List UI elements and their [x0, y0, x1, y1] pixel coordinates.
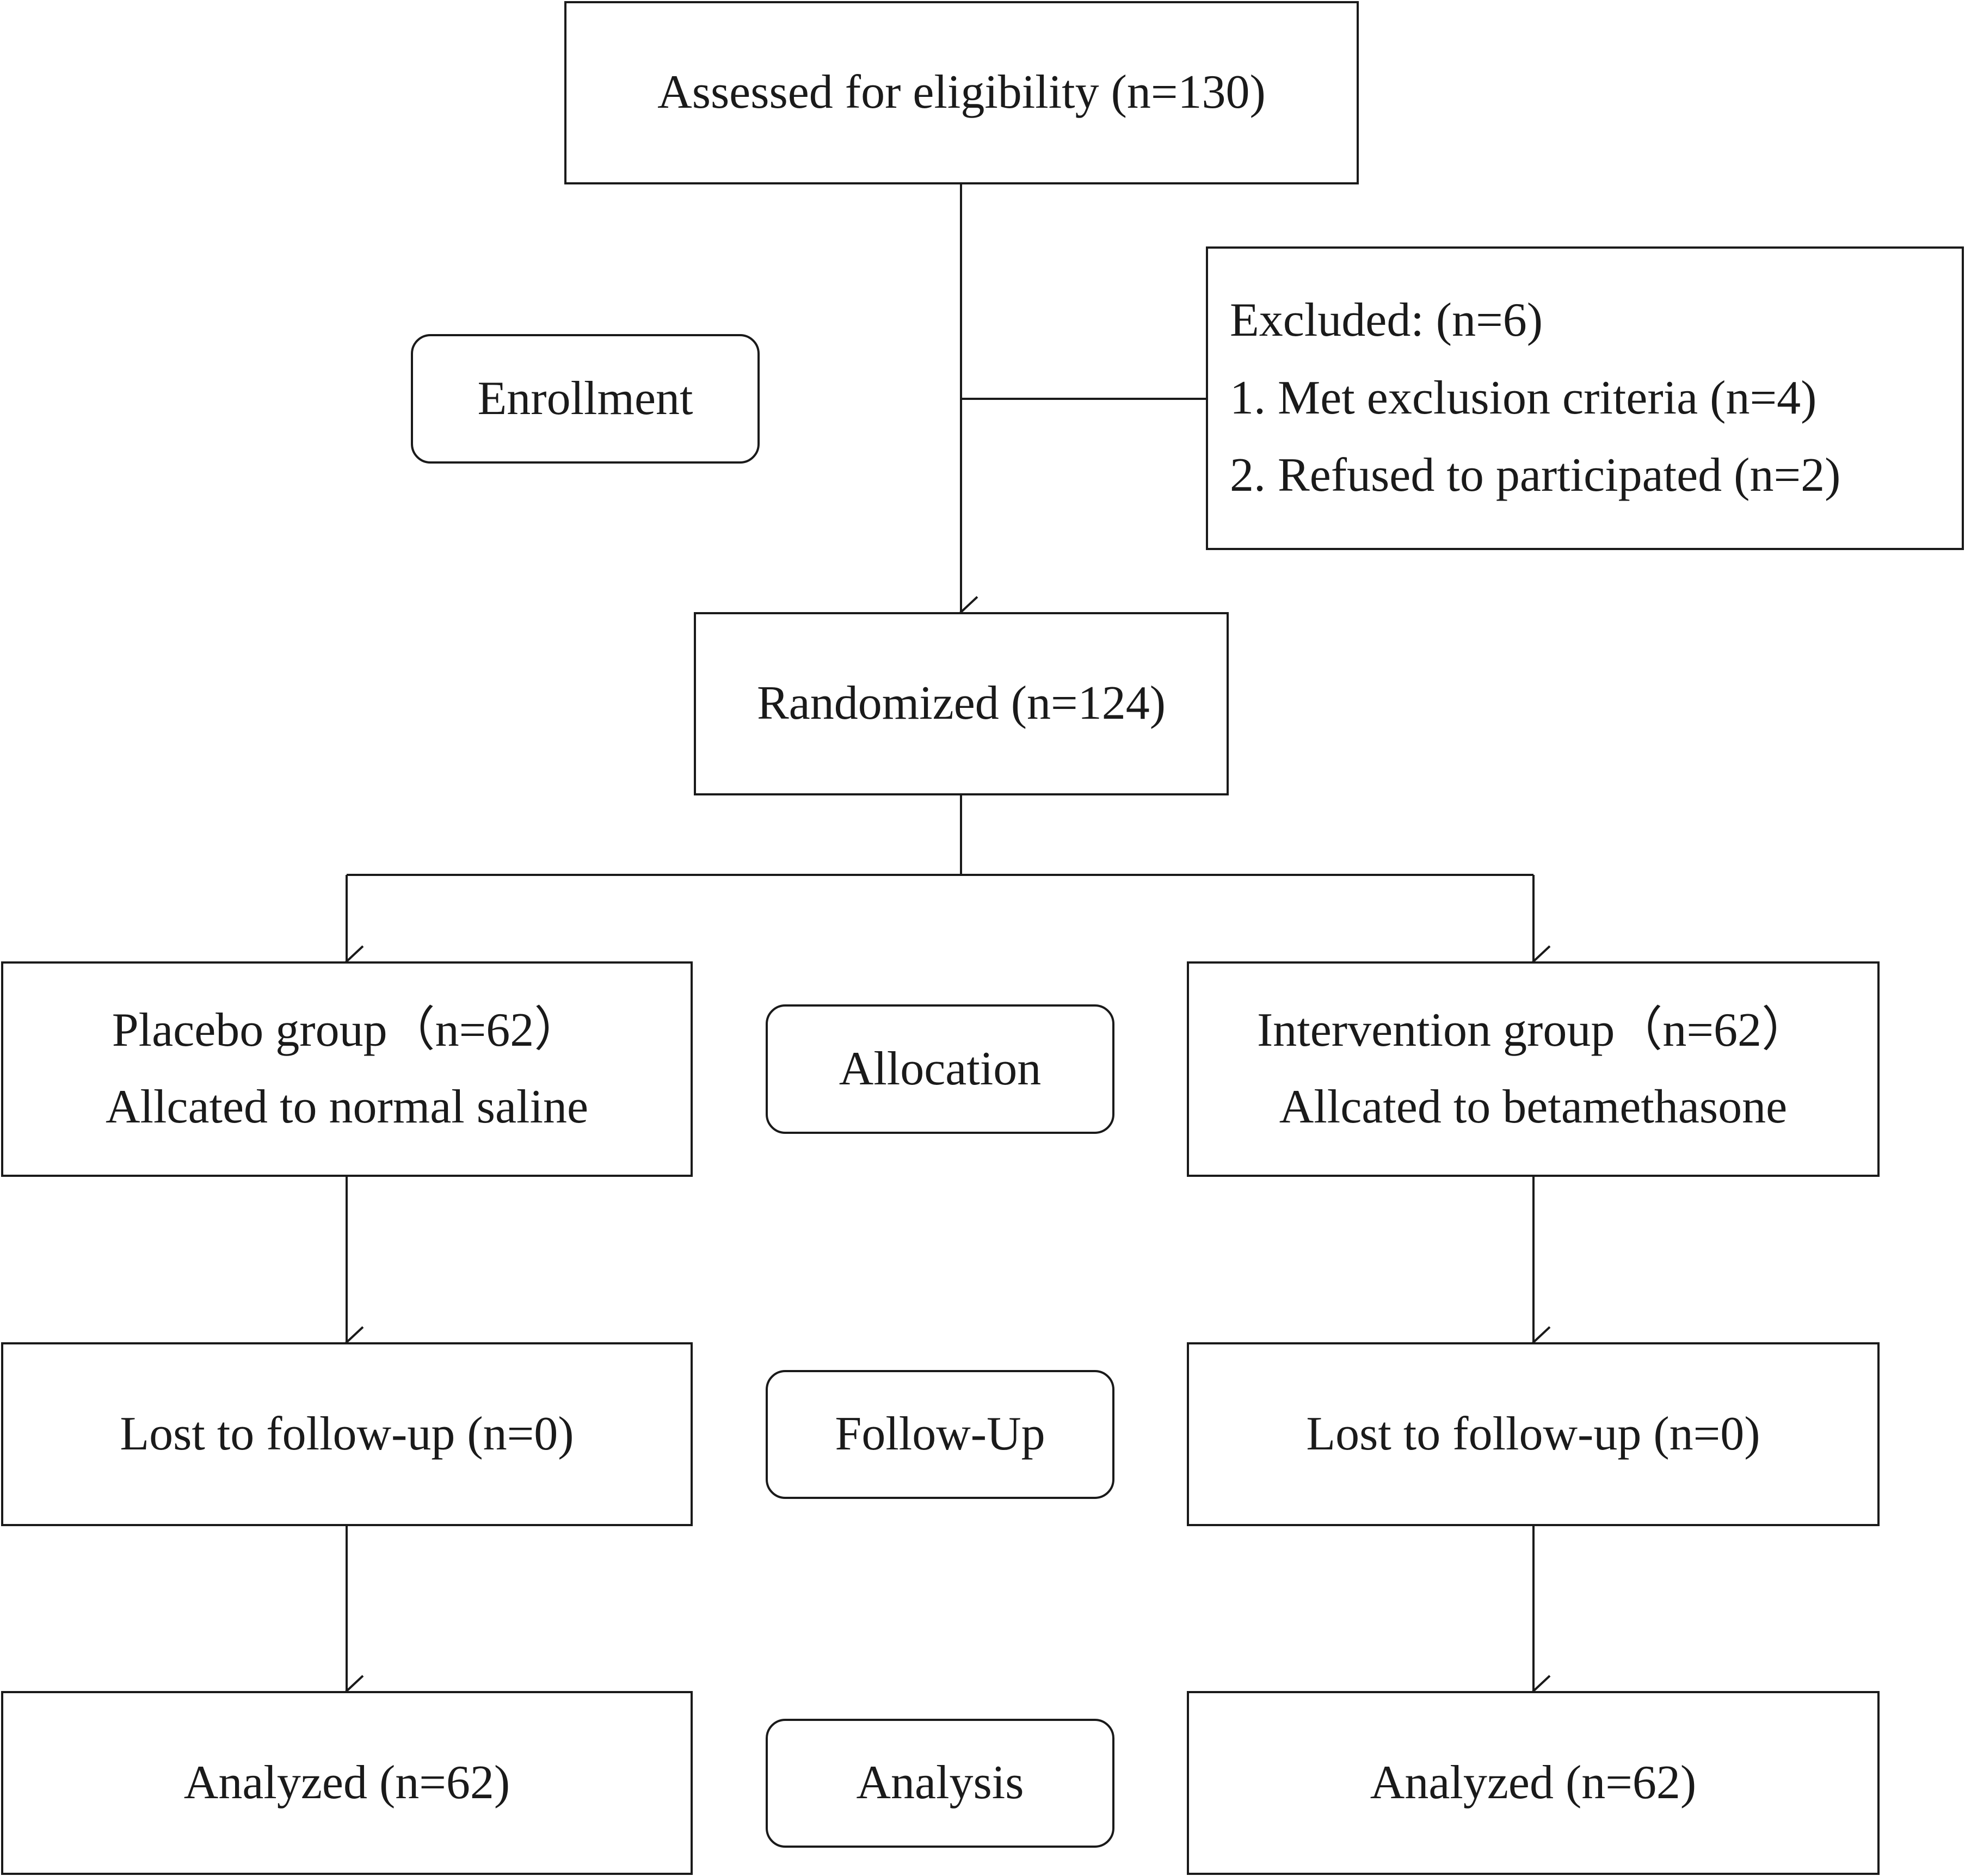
analyzed-right-box: Analyzed (n=62) [1187, 1691, 1880, 1875]
excluded-reason-1: 1. Met exclusion criteria (n=4) [1230, 371, 1817, 424]
stage-enrollment-label: Enrollment [477, 372, 693, 425]
stage-follow-up: Follow-Up [766, 1370, 1114, 1499]
randomized-text: Randomized (n=124) [756, 677, 1166, 730]
excluded-box: Excluded: (n=6) 1. Met exclusion criteri… [1206, 246, 1964, 550]
intervention-box: Intervention group（n=62） Allcated to bet… [1187, 961, 1880, 1177]
excluded-title: Excluded: (n=6) [1230, 294, 1543, 347]
stage-analysis-label: Analysis [856, 1756, 1024, 1810]
stage-analysis: Analysis [766, 1719, 1114, 1848]
stage-allocation-label: Allocation [839, 1042, 1042, 1095]
placebo-group-label: Placebo group（n=62） [112, 1004, 582, 1057]
analyzed-right-text: Analyzed (n=62) [1370, 1756, 1697, 1809]
assessed-text: Assessed for eligibility (n=130) [657, 66, 1266, 119]
analyzed-left-box: Analyzed (n=62) [1, 1691, 693, 1875]
placebo-box: Placebo group（n=62） Allcated to normal s… [1, 961, 693, 1177]
placebo-allocation: Allcated to normal saline [105, 1081, 589, 1133]
excluded-reason-2: 2. Refused to participated (n=2) [1230, 449, 1841, 502]
stage-follow-up-label: Follow-Up [835, 1408, 1045, 1461]
stage-enrollment: Enrollment [411, 334, 760, 464]
intervention-group-label: Intervention group（n=62） [1256, 1004, 1809, 1057]
lost-followup-right-text: Lost to follow-up (n=0) [1306, 1407, 1760, 1460]
lost-followup-left-text: Lost to follow-up (n=0) [120, 1407, 574, 1460]
assessed-box: Assessed for eligibility (n=130) [564, 1, 1359, 184]
intervention-allocation: Allcated to betamethasone [1279, 1081, 1788, 1133]
lost-followup-left-box: Lost to follow-up (n=0) [1, 1342, 693, 1526]
stage-allocation: Allocation [766, 1004, 1114, 1134]
lost-followup-right-box: Lost to follow-up (n=0) [1187, 1342, 1880, 1526]
analyzed-left-text: Analyzed (n=62) [183, 1756, 510, 1809]
randomized-box: Randomized (n=124) [694, 612, 1229, 795]
